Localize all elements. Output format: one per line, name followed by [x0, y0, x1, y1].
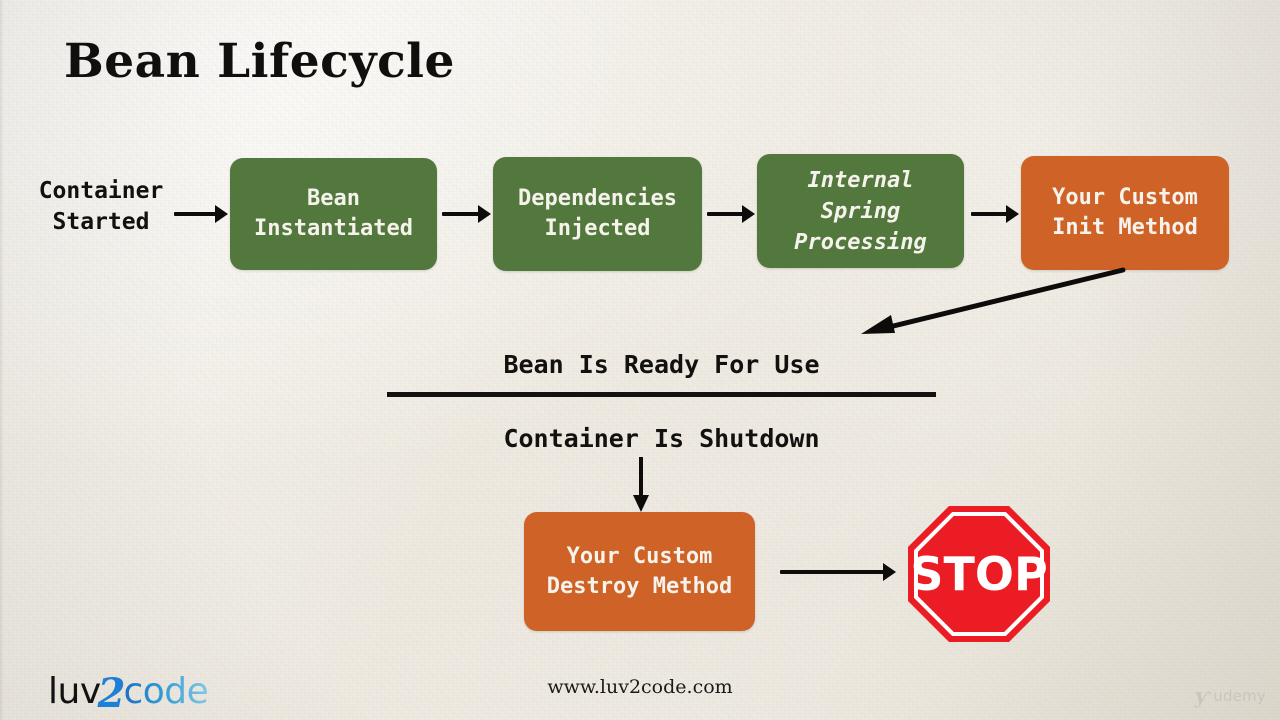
section-divider: [387, 392, 936, 397]
arrow-shaft: [780, 570, 884, 574]
stage-box-custom-init-method[interactable]: Your Custom Init Method: [1021, 156, 1229, 270]
arrow-shutdown-to-destroy: [633, 457, 649, 513]
arrow-init-to-bean-ready: [855, 262, 1130, 342]
arrow-shaft: [442, 212, 479, 216]
luv2code-logo: luv 2 code: [48, 666, 209, 717]
udemy-mark-icon: ƴ: [1194, 683, 1210, 708]
logo-text-luv: luv: [48, 671, 101, 712]
arrow-start-to-bean: [174, 205, 228, 223]
stage-box-dependencies-injected[interactable]: Dependencies Injected: [493, 157, 702, 271]
arrow-shaft: [707, 212, 743, 216]
logo-text-two: 2: [97, 670, 126, 717]
arrow-shaft: [174, 212, 216, 216]
stage-label: Internal Spring Processing: [794, 167, 927, 255]
stage-label: Your Custom Init Method: [1052, 185, 1198, 240]
logo-text-code: code: [123, 671, 209, 712]
arrow-head: [478, 205, 491, 223]
flow-start-label: Container Started: [38, 178, 164, 235]
stage-label: Your Custom Destroy Method: [546, 543, 733, 599]
arrow-destroy-to-stop: [780, 563, 898, 581]
arrow-head: [633, 495, 649, 512]
stop-sign-icon: STOP: [906, 504, 1052, 644]
arrow-dependencies-to-internal: [707, 205, 755, 223]
arrow-bean-to-dependencies: [442, 205, 491, 223]
bean-ready-label: Bean Is Ready For Use: [503, 350, 820, 379]
arrow-shaft: [639, 457, 643, 497]
stage-box-bean-instantiated[interactable]: Bean Instantiated: [230, 158, 437, 270]
stage-label: Dependencies Injected: [518, 186, 677, 241]
site-url-label: www.luv2code.com: [547, 676, 733, 698]
stage-label: Bean Instantiated: [254, 186, 413, 241]
arrow-internal-to-init: [971, 205, 1019, 223]
stage-box-custom-destroy-method[interactable]: Your Custom Destroy Method: [524, 512, 755, 631]
stage-box-internal-spring-processing[interactable]: Internal Spring Processing: [757, 154, 964, 268]
arrow-head: [1006, 205, 1019, 223]
udemy-watermark: ƴ udemy: [1195, 683, 1266, 708]
page-title: Bean Lifecycle: [64, 34, 455, 89]
udemy-watermark-label: udemy: [1213, 686, 1266, 705]
stop-sign-label: STOP: [910, 547, 1047, 601]
arrow-head: [215, 205, 228, 223]
arrow-head: [883, 563, 896, 581]
arrow-head: [742, 205, 755, 223]
arrow-shaft: [971, 212, 1007, 216]
container-shutdown-label: Container Is Shutdown: [503, 424, 820, 453]
